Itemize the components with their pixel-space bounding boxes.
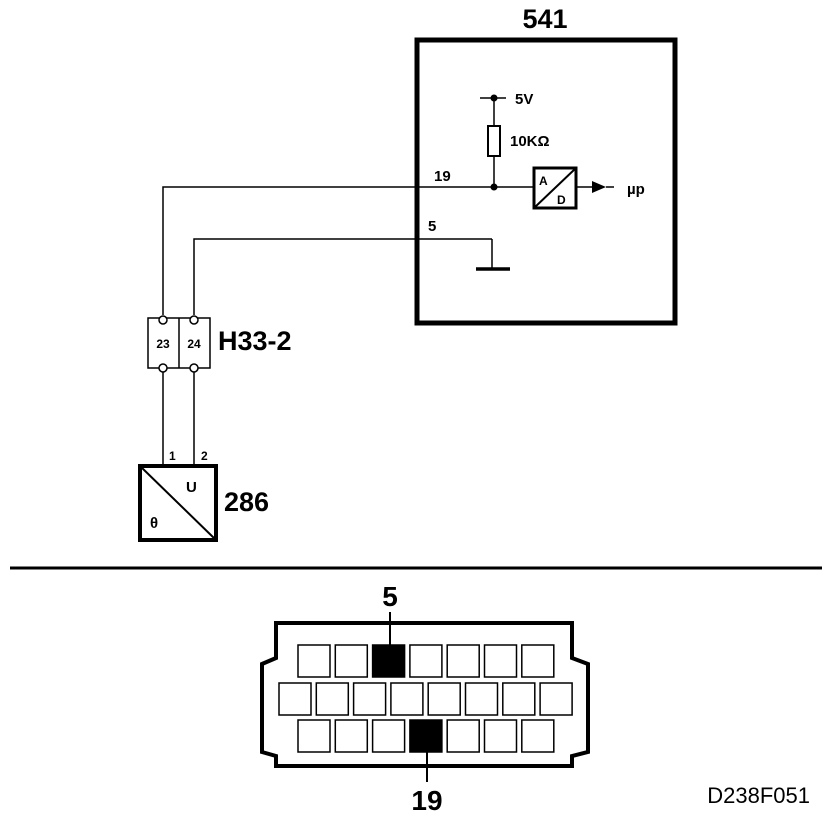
plug-pin: [521, 644, 555, 678]
plug-pin: [315, 682, 350, 716]
sensor-diagonal: [139, 465, 217, 541]
plug-pin-top-label: 5: [382, 581, 398, 612]
resistor: [487, 125, 501, 157]
sensor-pin-2-label: 2: [201, 449, 208, 463]
plug-pin: [483, 719, 518, 753]
plug-pin: [539, 682, 573, 716]
plug-pin: [409, 644, 443, 678]
ecu-pin-ground-label: 5: [428, 218, 436, 235]
connector-pin-24-bottom: [189, 363, 199, 373]
plug-pin-highlighted: [371, 644, 406, 678]
plug-pin: [446, 644, 480, 678]
output-arrow-icon: [592, 181, 606, 193]
connector-pin-23-top: [158, 315, 168, 325]
supply-label: 5V: [515, 91, 533, 108]
sensor-id-label: 286: [224, 487, 269, 517]
ecu-box: [414, 37, 678, 326]
ecu-pin-signal-label: 19: [434, 168, 451, 185]
connector-pin-right-label: 24: [187, 337, 201, 351]
ecu-id-label: 541: [522, 4, 567, 34]
connector-pin-24-top: [189, 315, 199, 325]
resistor-label: 10KΩ: [510, 133, 550, 150]
sensor-symbol-u: U: [186, 479, 197, 496]
connector-pin-23-bottom: [158, 363, 168, 373]
plug-pin: [334, 644, 369, 678]
plug-pin: [278, 682, 312, 716]
sensor-symbol-theta: θ: [150, 515, 158, 532]
connector-pin-left-label: 23: [156, 337, 170, 351]
plug-outline: [260, 621, 590, 768]
signal-wire-external: [162, 186, 417, 315]
plug-pin: [483, 644, 518, 678]
plug-pin: [371, 719, 406, 753]
diagram-reference: D238F051: [707, 783, 810, 808]
plug-pin-grid: [278, 644, 573, 753]
plug-pin: [297, 719, 331, 753]
plug-pin: [390, 682, 424, 716]
plug-pin: [521, 719, 555, 753]
adc-label-d: D: [557, 193, 566, 207]
plug-pin: [446, 719, 480, 753]
adc-label-a: A: [539, 174, 548, 188]
plug-pin: [352, 682, 387, 716]
plug-pin-highlighted: [409, 719, 443, 753]
plug-pin: [502, 682, 536, 716]
ground-wire-external: [193, 238, 417, 315]
plug-pin: [334, 719, 369, 753]
connector-id-label: H33-2: [218, 326, 292, 356]
adc-diagonal: [533, 167, 577, 209]
plug-pin: [464, 682, 499, 716]
plug-pin-bottom-label: 19: [411, 785, 442, 816]
sensor-pin-1-label: 1: [169, 449, 176, 463]
plug-pin: [427, 682, 461, 716]
plug-pin: [297, 644, 331, 678]
output-label: µp: [627, 181, 645, 198]
